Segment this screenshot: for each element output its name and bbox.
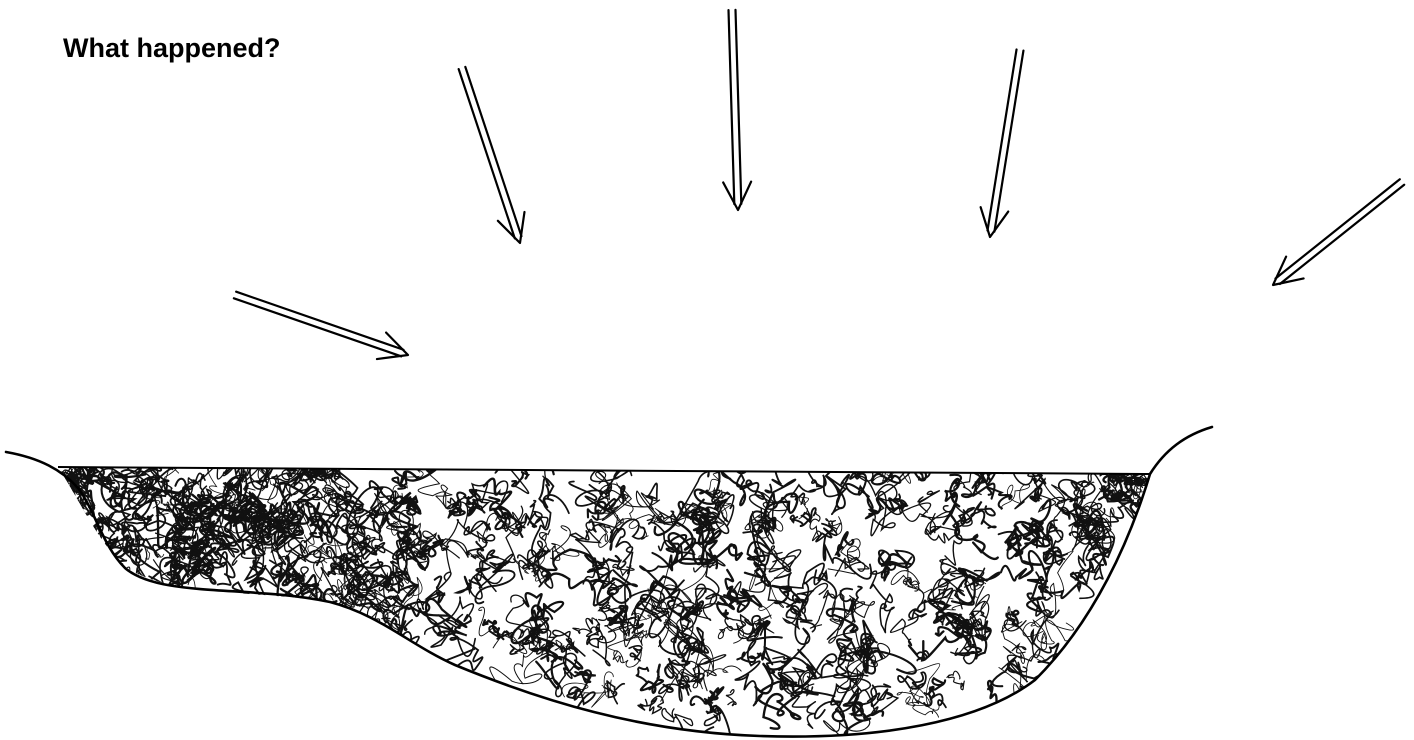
sediment-scribble: [526, 411, 552, 485]
sediment-scribble: [638, 696, 663, 713]
sediment-scribble: [891, 569, 946, 607]
sediment-scribble: [598, 525, 612, 548]
sediment-scribble: [200, 452, 265, 482]
sediment-scribble: [828, 539, 860, 574]
sediment-scribble: [678, 584, 717, 629]
sediment-scribble: [846, 461, 873, 508]
sediment-scribble: [435, 576, 445, 602]
sediment-scribble: [919, 423, 953, 479]
sediment-scribble: [947, 671, 964, 689]
sediment-scribble: [909, 645, 929, 660]
sediment-scribble: [610, 519, 645, 550]
sediment-scribble: [908, 579, 962, 610]
sediment-scribble: [735, 640, 762, 705]
sediment-scribble: [726, 690, 736, 706]
sediment-scribble: [404, 445, 440, 481]
sediment-scribble: [479, 607, 527, 653]
arrow-left: [234, 292, 408, 359]
sediment-scribble: [816, 524, 837, 542]
sediment-scribble: [899, 503, 959, 534]
sediment-scribble: [592, 672, 617, 707]
sediment-scribble: [891, 613, 927, 646]
basin: [6, 411, 1212, 740]
sediment-scribble: [662, 709, 693, 729]
arrow-top: [723, 10, 751, 210]
sediment-scribble: [803, 456, 843, 515]
sediment-scribble: [974, 502, 995, 528]
sediment-scribble: [834, 674, 898, 715]
sediment-scribble: [440, 623, 482, 670]
arrow-right: [1273, 179, 1404, 285]
sediment-scribble: [765, 464, 795, 493]
sediment-scribble: [115, 561, 132, 589]
sediment-scribble: [637, 668, 649, 683]
sediment-scribble: [395, 620, 422, 652]
arrow-upper-right: [981, 49, 1024, 237]
arrow-upper-left: [459, 67, 525, 243]
sediment-scribble: [717, 595, 734, 619]
sediment-scribble: [836, 532, 853, 556]
sediment-scribble: [868, 684, 891, 706]
sediment-scribble: [256, 563, 278, 616]
sediment-scribble: [607, 681, 624, 704]
sediment-scribble: [818, 440, 849, 508]
